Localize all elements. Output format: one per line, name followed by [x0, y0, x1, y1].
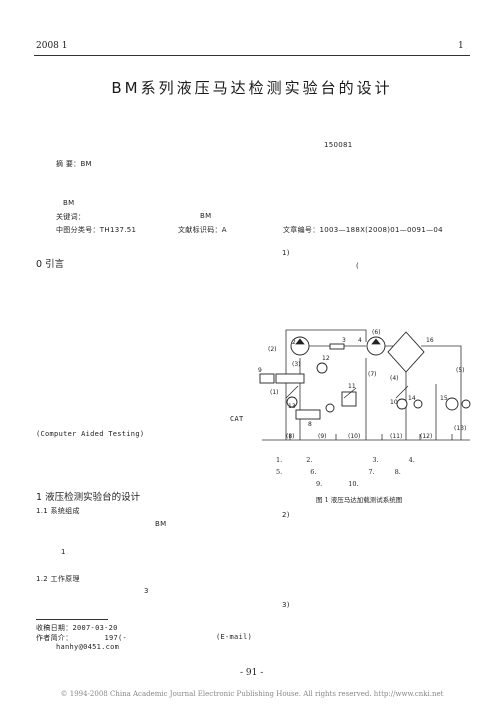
coupling-3-symbol [329, 343, 345, 350]
label-8: 8 [308, 421, 312, 428]
intro-cat-full: (Computer Aided Testing) [36, 430, 145, 438]
postcode: 150081 [324, 141, 353, 149]
abstract-text: BM [80, 160, 92, 168]
label-13p: (13) [454, 425, 466, 432]
keywords-text: BM [200, 212, 212, 220]
label-8p: (8) [286, 433, 295, 440]
label-7p: (7) [368, 371, 377, 378]
footnote-rule [36, 619, 108, 620]
label-11: 11 [348, 383, 356, 390]
valve-9-symbol [275, 373, 305, 384]
abstract-line2: BM [63, 199, 75, 207]
footnote-author-label: 作者简介： [36, 634, 73, 642]
label-5p: (5) [456, 367, 465, 374]
figure-legend-row-1: 1.2.3.4. [276, 456, 415, 464]
figure-caption: 图 1 液压马达加载测试系统图 [316, 496, 403, 504]
hydraulic-system-diagram: (2) 2 3 4 (6) 16 12 (3) 9 (1) (7) (4) 11… [258, 329, 471, 441]
label-16: 16 [426, 337, 434, 344]
label-3: 3 [342, 337, 346, 344]
motor-4-symbol [366, 336, 386, 356]
document-code: 文献标识码：A [178, 226, 227, 234]
right-paren: ( [356, 262, 360, 270]
right-item-3: 3) [282, 601, 290, 609]
electric-motor-13-symbol [325, 403, 335, 413]
label-11p: (11) [390, 433, 402, 440]
intro-cat: CAT [230, 415, 244, 423]
footnote-author-year: 197(- [104, 634, 128, 642]
clc-number: 中图分类号：TH137.51 [56, 226, 137, 234]
pipe-left-loop [285, 329, 367, 440]
figure-legend-row-2: 5.6.7.8. [276, 468, 401, 476]
motor-2-symbol [290, 336, 310, 356]
relief-valve-11-symbol [341, 391, 357, 407]
valve-8-symbol [295, 409, 321, 420]
page-number: - 91 - [240, 668, 264, 678]
intro-heading: 0 引言 [36, 259, 65, 270]
label-1p: (1) [270, 389, 279, 396]
running-header-page: 1 [458, 41, 464, 51]
header-rule [34, 55, 470, 56]
copyright-footer: © 1994-2008 China Academic Journal Elect… [60, 690, 444, 698]
pipe-right-loop [421, 345, 462, 440]
pump-15-symbol [445, 397, 459, 411]
right-item-1: 1) [282, 249, 290, 257]
section1-1-heading: 1.1 系统组成 [36, 507, 80, 515]
keywords-label: 关键词： [56, 213, 86, 221]
pump-10-symbol [396, 398, 408, 410]
label-9p: (9) [318, 433, 327, 440]
label-2p: (2) [268, 346, 277, 353]
label-10p: (10) [348, 433, 360, 440]
figure-legend-row-3: 9.10. [316, 480, 359, 488]
electric-motor-10-symbol [413, 399, 423, 409]
check-valve-bridge-symbol [387, 331, 425, 373]
section1-2-heading: 1.2 工作原理 [36, 575, 80, 583]
footnote-received: 收稿日期：2007-03-20 [36, 624, 118, 632]
label-15: 15 [440, 395, 448, 402]
section1-1-num: 1 [61, 548, 66, 556]
label-9: 9 [258, 367, 262, 374]
footnote-author: 作者简介： 197(- [36, 633, 127, 643]
abstract: 摘 要：BM [56, 159, 92, 169]
label-6p: (6) [372, 329, 381, 336]
label-14: 14 [408, 395, 416, 402]
label-10: 10 [390, 399, 398, 406]
footnote-email-label: (E-mail) [216, 633, 253, 641]
pump-13-symbol [286, 396, 298, 408]
section1-2-num: 3 [144, 587, 149, 595]
running-header-left: 2008 1 [36, 41, 68, 51]
section1-heading: 1 液压检测实验台的设计 [36, 492, 141, 503]
label-3p: (3) [292, 361, 301, 368]
article-number: 文章编号：1003—188X(2008)01—0091—04 [283, 226, 443, 234]
section1-1-bm: BM [155, 520, 167, 528]
electric-motor-symbol [461, 399, 471, 409]
label-4: 4 [358, 337, 362, 344]
abstract-label: 摘 要： [56, 160, 81, 168]
label-12: 12 [322, 355, 330, 362]
solenoid-valve-symbol [259, 373, 275, 384]
label-2: 2 [292, 339, 296, 346]
label-4p: (4) [390, 375, 399, 382]
footnote-email: hanhy@0451.com [56, 643, 120, 651]
right-item-2: 2) [282, 511, 290, 519]
paper-title: BM系列液压马达检测实验台的设计 [111, 79, 393, 97]
label-12p: (12) [420, 433, 432, 440]
label-13: 13 [288, 403, 296, 410]
gauge-12-symbol [316, 362, 328, 374]
